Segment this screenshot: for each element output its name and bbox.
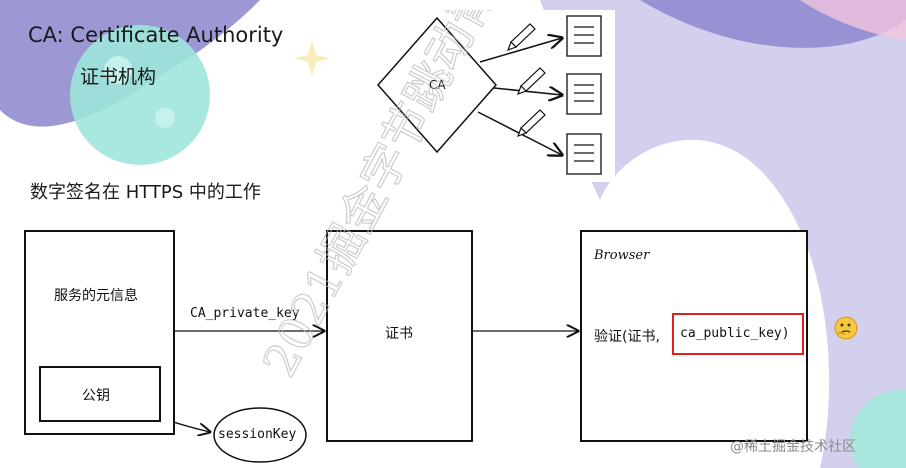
pencil-icon	[506, 23, 536, 52]
certificate-box: 证书	[326, 230, 473, 442]
pencil-icon	[516, 109, 546, 138]
document-icon	[566, 133, 602, 175]
ca-issuing-diagram	[377, 15, 602, 175]
verify-prefix: 验证(证书,	[594, 329, 660, 345]
document-icon	[566, 15, 602, 57]
ca-issuing-panel: CA	[370, 10, 615, 182]
ca-arrow-1	[479, 38, 562, 63]
server-meta-label: 服务的元信息	[54, 288, 138, 304]
section-title: 数字签名在 HTTPS 中的工作	[30, 182, 261, 203]
certificate-label: 证书	[385, 326, 413, 342]
pencil-icon	[516, 67, 546, 96]
page-title: CA: Certificate Authority	[28, 23, 284, 47]
session-key-label: sessionKey	[218, 427, 297, 442]
private-key-label: CA_private_key	[190, 306, 300, 321]
thinking-face-icon	[834, 316, 858, 340]
server-box: 服务的元信息 公钥	[24, 230, 175, 435]
ca-label: CA	[429, 78, 446, 92]
session-key-ellipse	[213, 407, 307, 463]
verify-key: ca_public_key)	[680, 326, 790, 341]
footer-credit: @稀土掘金技术社区	[730, 439, 856, 455]
ca-arrow-2	[493, 88, 562, 95]
public-key-box: 公钥	[39, 366, 161, 422]
browser-title: Browser	[594, 248, 650, 263]
public-key-highlight: ca_public_key)	[672, 313, 804, 355]
document-icon	[566, 73, 602, 115]
browser-box: Browser 验证(证书, ca_public_key)	[580, 230, 808, 442]
ca-diamond	[377, 16, 497, 154]
page-subtitle: 证书机构	[80, 66, 157, 88]
public-key-label: 公钥	[82, 388, 110, 404]
